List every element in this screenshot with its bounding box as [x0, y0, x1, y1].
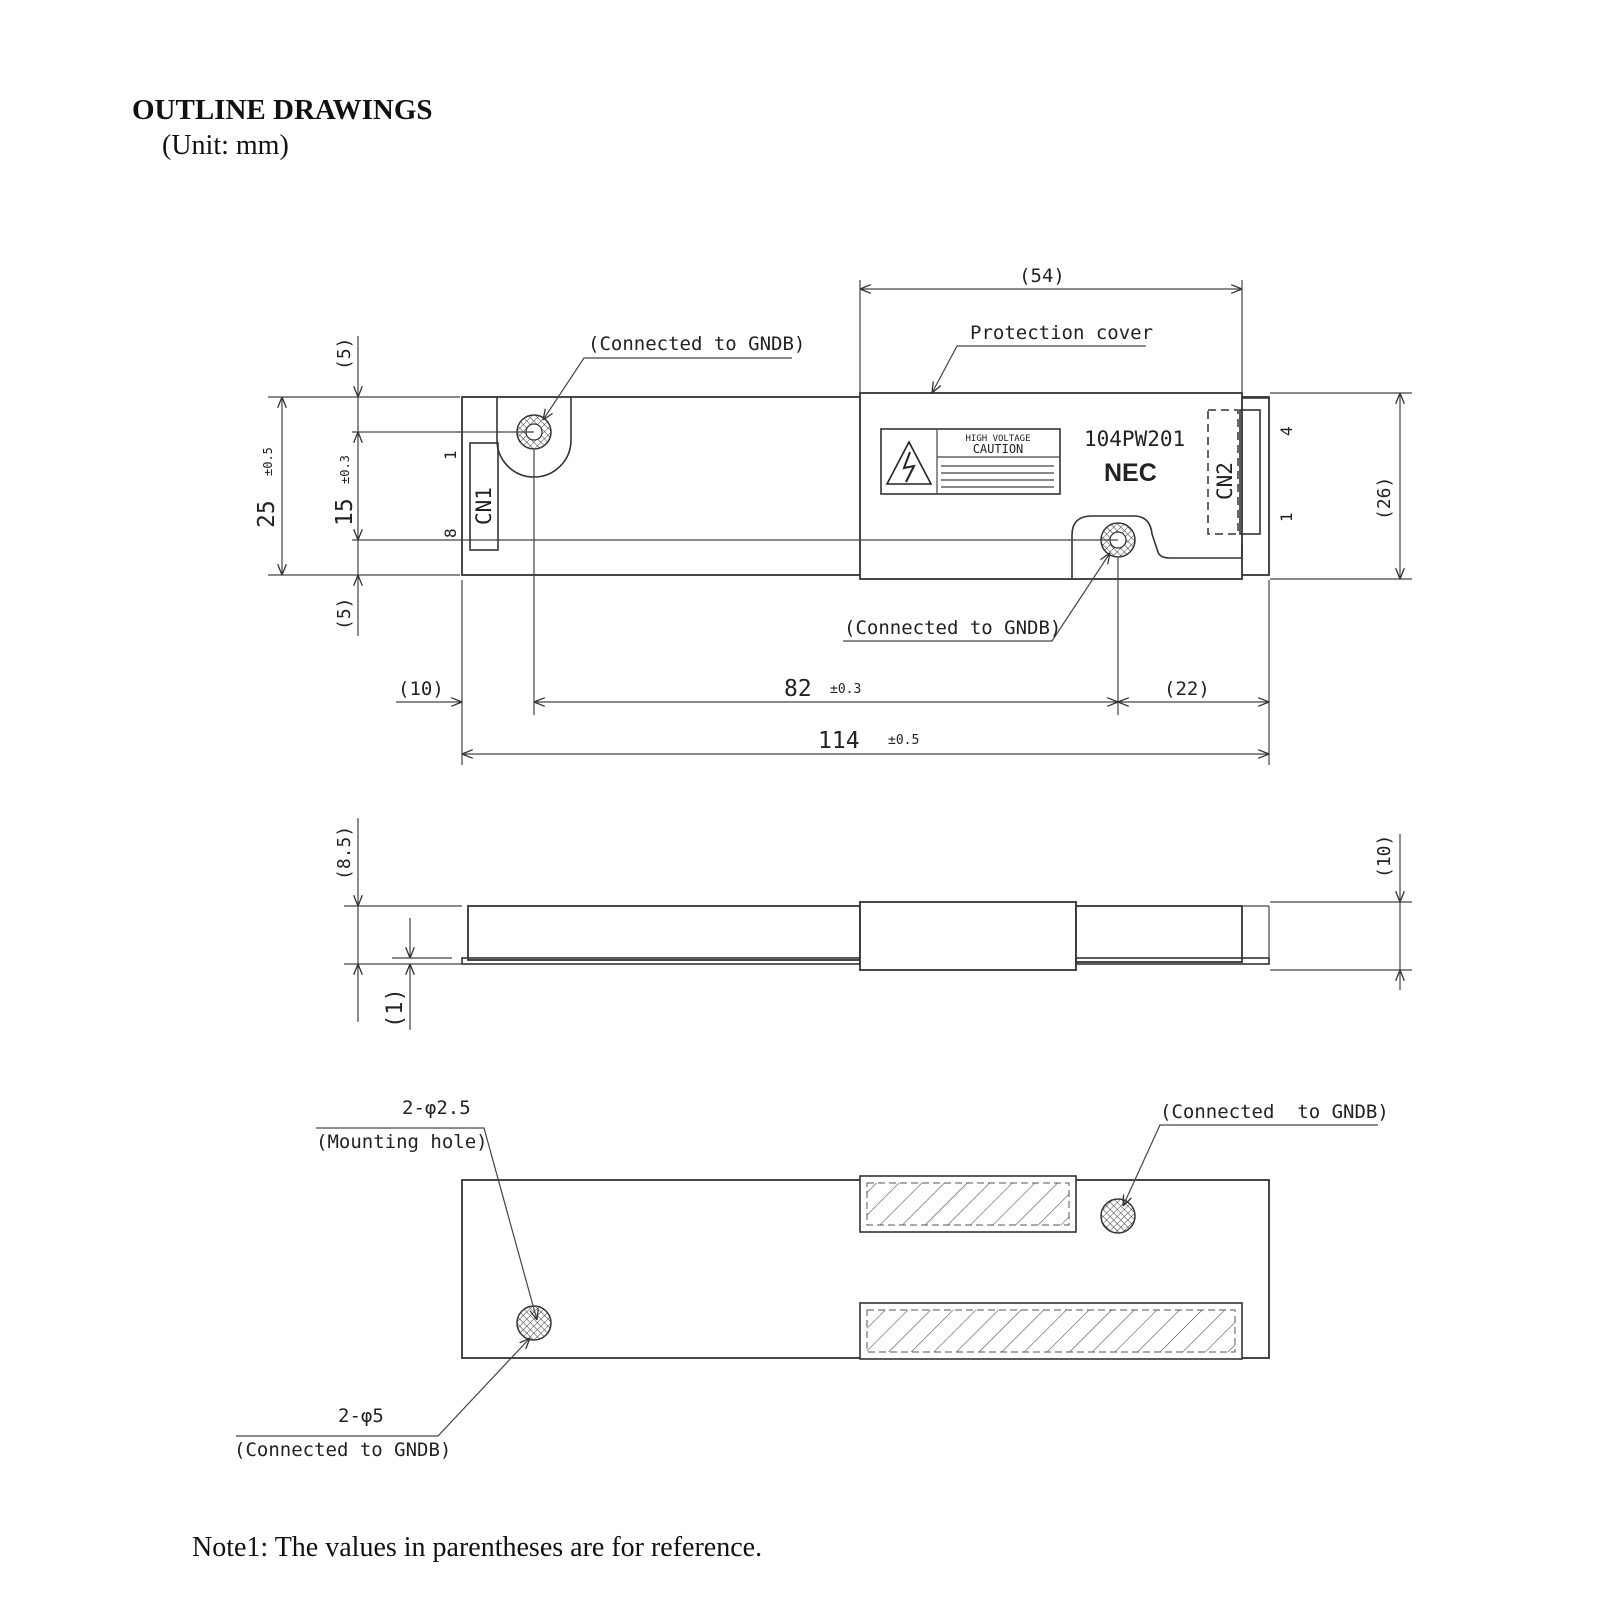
mounting-hole: [516, 1305, 552, 1341]
dim-1: (1): [383, 988, 408, 1028]
side-cn2: [1075, 905, 1243, 963]
side-board-left: [467, 905, 861, 961]
protection-cover-label: Protection cover: [970, 322, 1153, 344]
cn1-label: CN1: [472, 487, 496, 525]
dim-15-tol: ±0.3: [338, 455, 352, 484]
cn1-connector: [469, 442, 499, 551]
mount-diameter: 2-φ2.5: [402, 1097, 471, 1119]
dim-25-tol: ±0.5: [261, 447, 275, 476]
cn2-pin-1: 1: [1277, 512, 1296, 522]
reference-note: Note1: The values in parentheses are for…: [192, 1532, 763, 1563]
gndb-label-top: (Connected to GNDB): [588, 333, 805, 355]
gndb-label-bottom: (Connected to GNDB): [844, 617, 1061, 639]
unit-label: (Unit: mm): [162, 130, 289, 161]
dim-26: (26): [1374, 477, 1395, 520]
dim-82: 82: [784, 676, 812, 702]
cn2-connector: [1207, 409, 1239, 535]
bottom-view: 2-φ2.5 (Mounting hole) 2-φ5 (Connected t…: [234, 1097, 1389, 1461]
dim-114-tol: ±0.5: [888, 733, 919, 748]
top-view: CN1 1 8 HIGH VOLTAGE CAUTION 104PW201 NE…: [254, 265, 1412, 765]
cn2-label: CN2: [1213, 462, 1237, 500]
cn1-pin-1: 1: [441, 450, 460, 460]
side-view: (8.5) (1) (10): [334, 818, 1412, 1030]
caution-label: [880, 428, 1061, 495]
dim-10-side: (10): [1374, 835, 1395, 878]
caution-line2: CAUTION: [973, 442, 1024, 456]
protection-cover: [859, 392, 1243, 580]
dim-5-top: (5): [334, 337, 355, 370]
caution-line1: HIGH VOLTAGE: [965, 434, 1030, 444]
gnd-hole-bottom-view: [1100, 1198, 1136, 1234]
dim-22: (22): [1164, 678, 1210, 700]
dim-54: (54): [1019, 265, 1065, 287]
brand-logo: NEC: [1104, 459, 1157, 487]
cn2-pin-4: 4: [1277, 426, 1296, 436]
high-voltage-icon: [885, 440, 933, 485]
dim-82-tol: ±0.3: [830, 682, 861, 697]
mount-label: (Mounting hole): [316, 1131, 488, 1153]
dim-15: 15: [332, 498, 358, 526]
side-cover: [859, 901, 1077, 971]
gnd-diameter: 2-φ5: [338, 1405, 384, 1427]
gndb-label-right: (Connected to GNDB): [1160, 1101, 1389, 1123]
dim-25: 25: [254, 500, 280, 528]
dim-8-5: (8.5): [334, 826, 355, 880]
cn1-pin-8: 8: [441, 528, 460, 538]
gnd-tab-bottom-right: [1071, 515, 1243, 579]
page-title: OUTLINE DRAWINGS: [132, 94, 433, 126]
dim-5-bottom: (5): [334, 597, 355, 630]
model-number: 104PW201: [1084, 427, 1185, 451]
dim-10: (10): [398, 678, 444, 700]
gnd-label: (Connected to GNDB): [234, 1439, 451, 1461]
dim-114: 114: [818, 728, 860, 754]
